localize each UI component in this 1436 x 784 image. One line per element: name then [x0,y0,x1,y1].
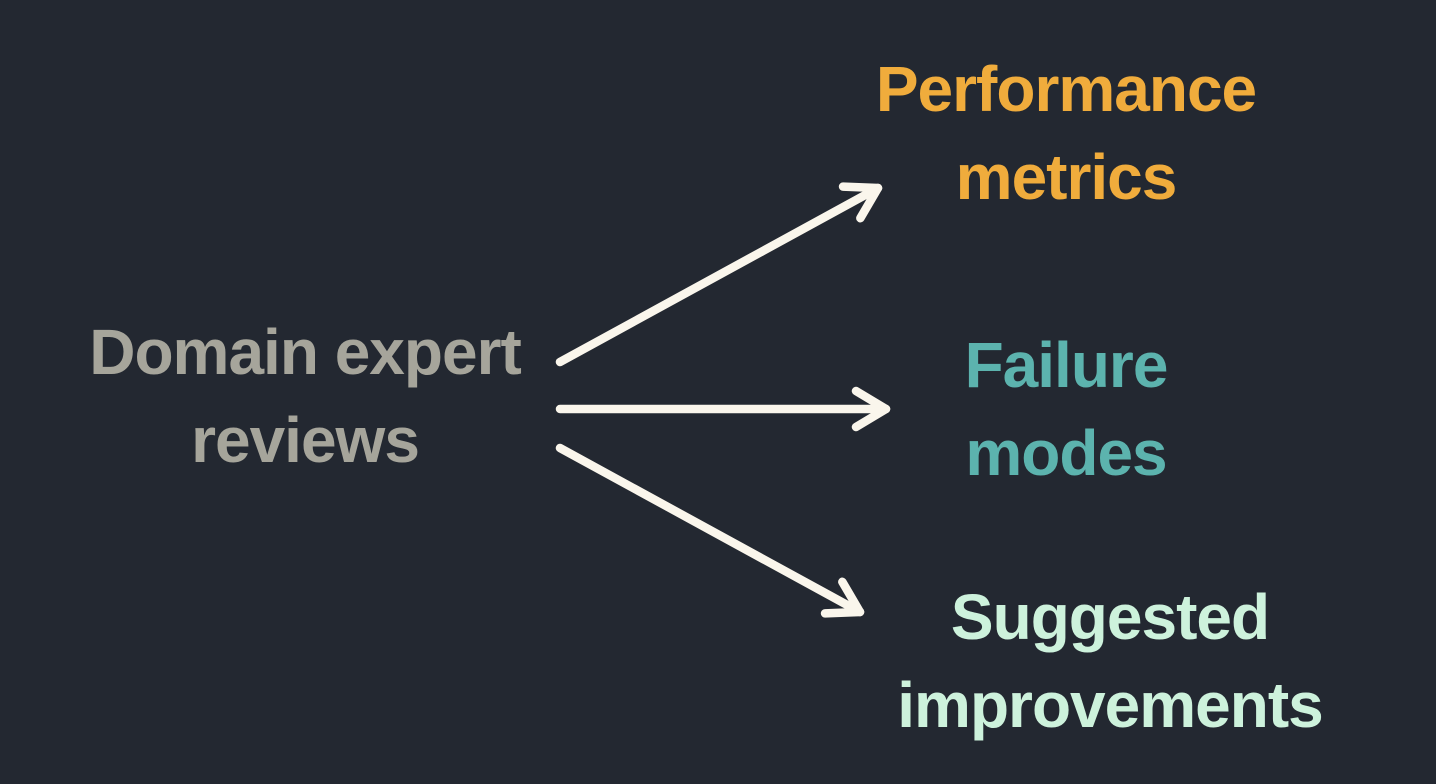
target-node-failure-modes: Failure modes [816,321,1316,497]
source-label-line1: Domain expert [89,316,522,388]
arrow-to-suggested-improvements [555,443,865,618]
target-label-line1: Performance [875,53,1257,125]
target-label-line2: metrics [955,141,1178,213]
source-node-domain-expert-reviews: Domain expert reviews [55,308,555,484]
arrow-to-performance-metrics [555,182,883,367]
target-label-line1: Suggested [950,581,1270,653]
target-label-line1: Failure [964,329,1169,401]
target-label-line2: improvements [897,669,1323,741]
source-label-line2: reviews [191,404,420,476]
target-label-line2: modes [965,417,1167,489]
target-node-suggested-improvements: Suggested improvements [860,573,1360,749]
target-node-performance-metrics: Performance metrics [816,45,1316,221]
